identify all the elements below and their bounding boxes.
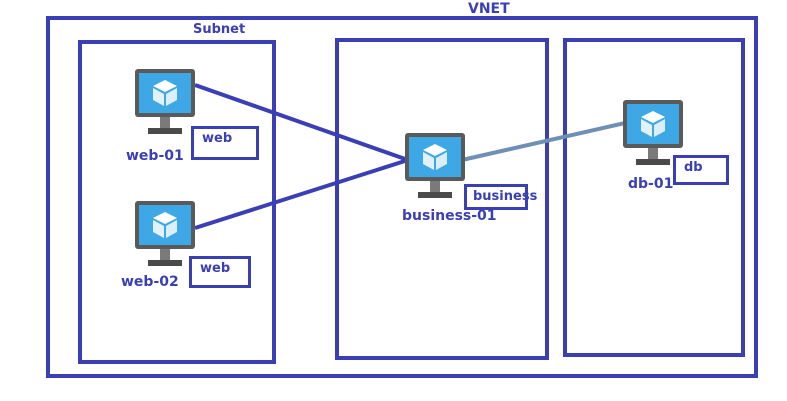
- vnet-label: VNET: [468, 1, 510, 17]
- vm-name-web-02: web-02: [121, 274, 179, 290]
- vm-name-web-01: web-01: [126, 148, 184, 164]
- link-business-db: [461, 121, 626, 162]
- subnet-business-box: [335, 38, 549, 360]
- vm-name-db-01: db-01: [628, 176, 674, 192]
- tag-web-02: web: [189, 256, 251, 288]
- virtual-machine-icon[interactable]: [134, 68, 196, 136]
- virtual-machine-icon[interactable]: [134, 200, 196, 268]
- vnet-frame: [46, 16, 758, 378]
- link-web01-business: [194, 83, 409, 162]
- virtual-machine-icon[interactable]: [622, 99, 684, 167]
- tag-web-01: web: [191, 126, 259, 160]
- subnet-label: Subnet: [193, 22, 246, 37]
- subnet-db-box: [563, 38, 745, 357]
- vm-name-business-01: business-01: [402, 208, 497, 224]
- tag-db-01: db: [673, 155, 729, 185]
- link-web02-business: [194, 158, 409, 230]
- tag-business-01: business: [464, 184, 537, 210]
- virtual-machine-icon[interactable]: [404, 132, 466, 200]
